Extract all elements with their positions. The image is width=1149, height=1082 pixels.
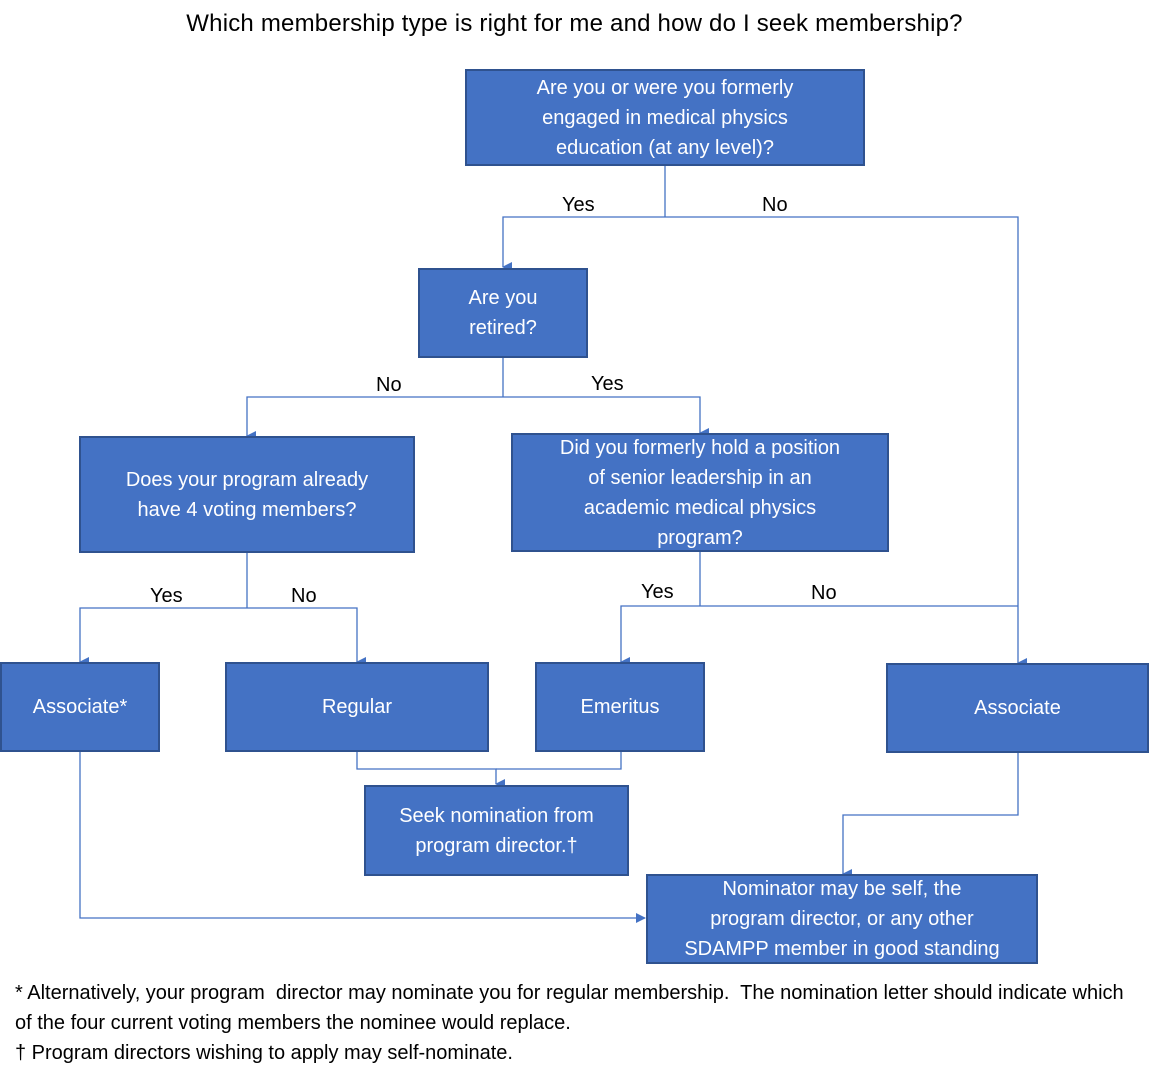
label-retired-yes: Yes — [591, 373, 624, 395]
result-regular: Regular — [225, 662, 489, 752]
question-engaged-in-education: Are you or were you formerly engaged in … — [465, 69, 865, 166]
footnote-dagger: † Program directors wishing to apply may… — [15, 1042, 513, 1064]
edge-associate-to-nominator — [842, 753, 1019, 879]
label-engaged-yes: Yes — [562, 194, 595, 216]
edge-emeritus-to-nomination — [496, 752, 622, 770]
label-voting-no: No — [291, 585, 317, 607]
label-retired-no: No — [376, 374, 402, 396]
edge-retired-no — [246, 396, 503, 441]
result-associate: Associate — [886, 663, 1149, 753]
question-retired: Are you retired? — [418, 268, 588, 358]
action-seek-nomination: Seek nomination from program director.† — [364, 785, 629, 876]
edge-voting-no — [247, 607, 366, 667]
edge-regular-to-nomination — [356, 752, 505, 789]
label-leadership-no: No — [811, 582, 837, 604]
result-emeritus: Emeritus — [535, 662, 705, 752]
label-leadership-yes: Yes — [641, 581, 674, 603]
question-senior-leadership: Did you formerly hold a position of seni… — [511, 433, 889, 552]
question-four-voting-members: Does your program already have 4 voting … — [79, 436, 415, 553]
footnotes: * Alternatively, your program director m… — [15, 978, 1135, 1068]
footnote-asterisk: * Alternatively, your program director m… — [15, 982, 1130, 1034]
edge-retired-yes — [503, 396, 709, 438]
action-nominator-options: Nominator may be self, the program direc… — [646, 874, 1038, 964]
diagram-title: Which membership type is right for me an… — [186, 10, 963, 37]
label-voting-yes: Yes — [150, 585, 183, 607]
edge-voting-yes — [79, 607, 247, 667]
result-associate-star: Associate* — [0, 662, 160, 752]
label-engaged-no: No — [762, 194, 788, 216]
edge-engaged-yes — [502, 216, 665, 272]
edge-leadership-yes — [620, 605, 700, 667]
